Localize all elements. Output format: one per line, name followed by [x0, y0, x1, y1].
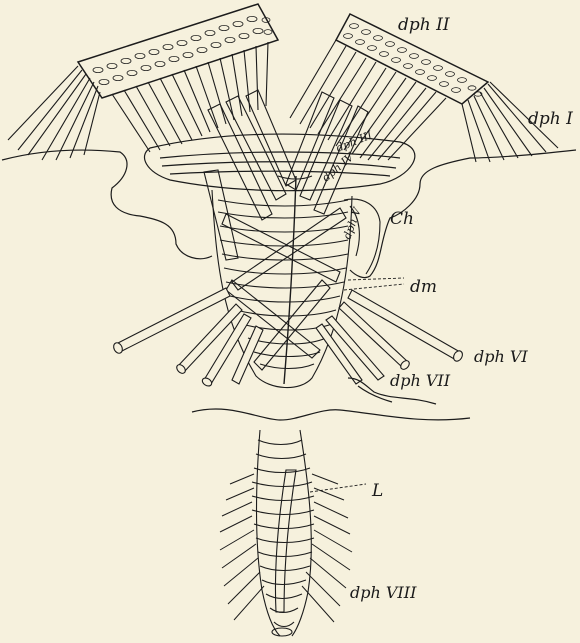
label-dm: dm — [410, 277, 437, 297]
label-dph-I: dph I — [528, 109, 573, 129]
label-dph-VIII: dph VIII — [350, 583, 417, 602]
label-Ch: Ch — [390, 209, 414, 229]
label-dph-VII: dph VII — [390, 371, 451, 390]
label-L: L — [371, 481, 383, 501]
label-dph-VI: dph VI — [474, 347, 528, 366]
label-dph-II: dph II — [398, 15, 450, 35]
